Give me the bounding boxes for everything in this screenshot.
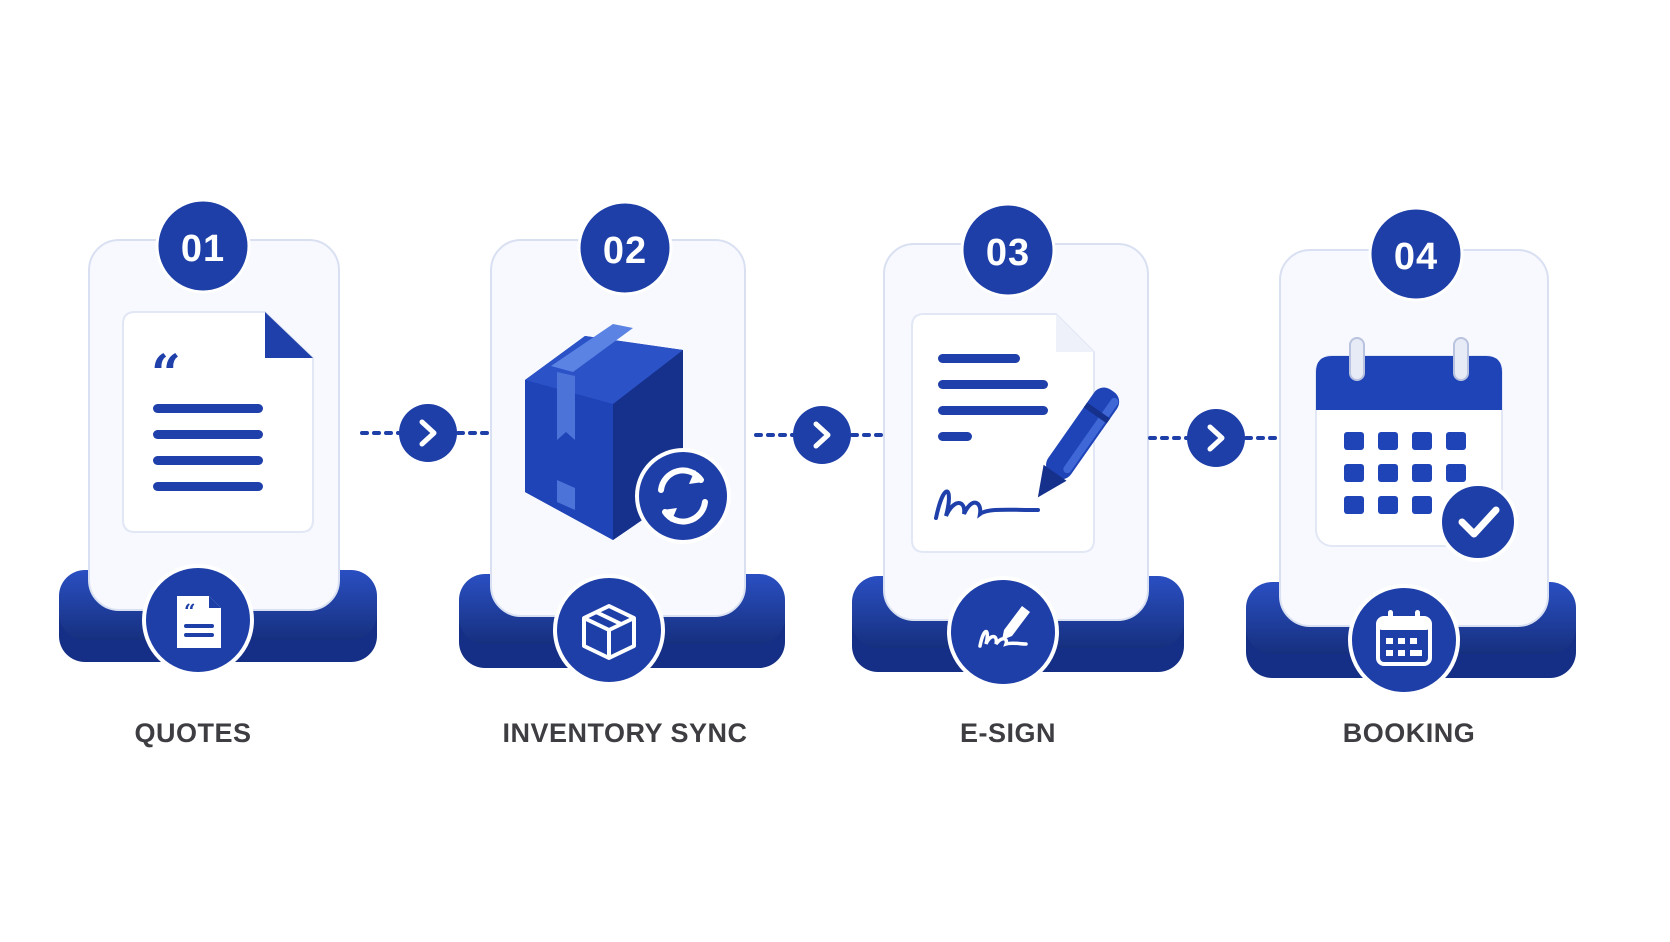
quote-document-icon: “ xyxy=(122,311,314,533)
chevron-right-icon xyxy=(754,406,890,464)
step-label: E-SIGN xyxy=(959,718,1056,748)
svg-text:“: “ xyxy=(151,344,181,405)
chevron-right-icon xyxy=(1148,409,1284,467)
signature-pen-icon xyxy=(947,576,1059,688)
step-label: INVENTORY SYNC xyxy=(502,718,748,748)
step-label: BOOKING xyxy=(1342,718,1476,748)
svg-text:“: “ xyxy=(184,599,196,623)
package-sync-icon xyxy=(525,324,731,544)
connector-2 xyxy=(752,400,892,470)
step-number: 01 xyxy=(180,228,226,270)
quote-file-icon: “ xyxy=(142,564,254,676)
box-icon xyxy=(553,574,665,686)
step-inventory-sync-art xyxy=(459,200,785,686)
connector-1 xyxy=(358,398,498,468)
step-quotes-art: “ “ xyxy=(59,198,377,676)
connector-3 xyxy=(1146,403,1286,473)
calendar-check-icon xyxy=(1315,337,1518,562)
step-booking: 04 BOOKING xyxy=(1234,0,1604,800)
step-number: 02 xyxy=(602,230,648,272)
chevron-right-icon xyxy=(360,404,496,462)
step-booking-art xyxy=(1246,206,1576,696)
step-e-sign: 03 E-SIGN xyxy=(838,0,1208,800)
step-quotes: “ “ 01 QUOTES xyxy=(43,0,413,800)
step-label: QUOTES xyxy=(134,718,252,748)
step-e-sign-art xyxy=(852,202,1184,688)
step-number: 03 xyxy=(985,232,1031,274)
calendar-icon xyxy=(1348,584,1460,696)
step-inventory-sync: 02 INVENTORY SYNC xyxy=(445,0,815,800)
signed-document-pen-icon xyxy=(911,313,1120,553)
step-number: 04 xyxy=(1393,236,1439,278)
